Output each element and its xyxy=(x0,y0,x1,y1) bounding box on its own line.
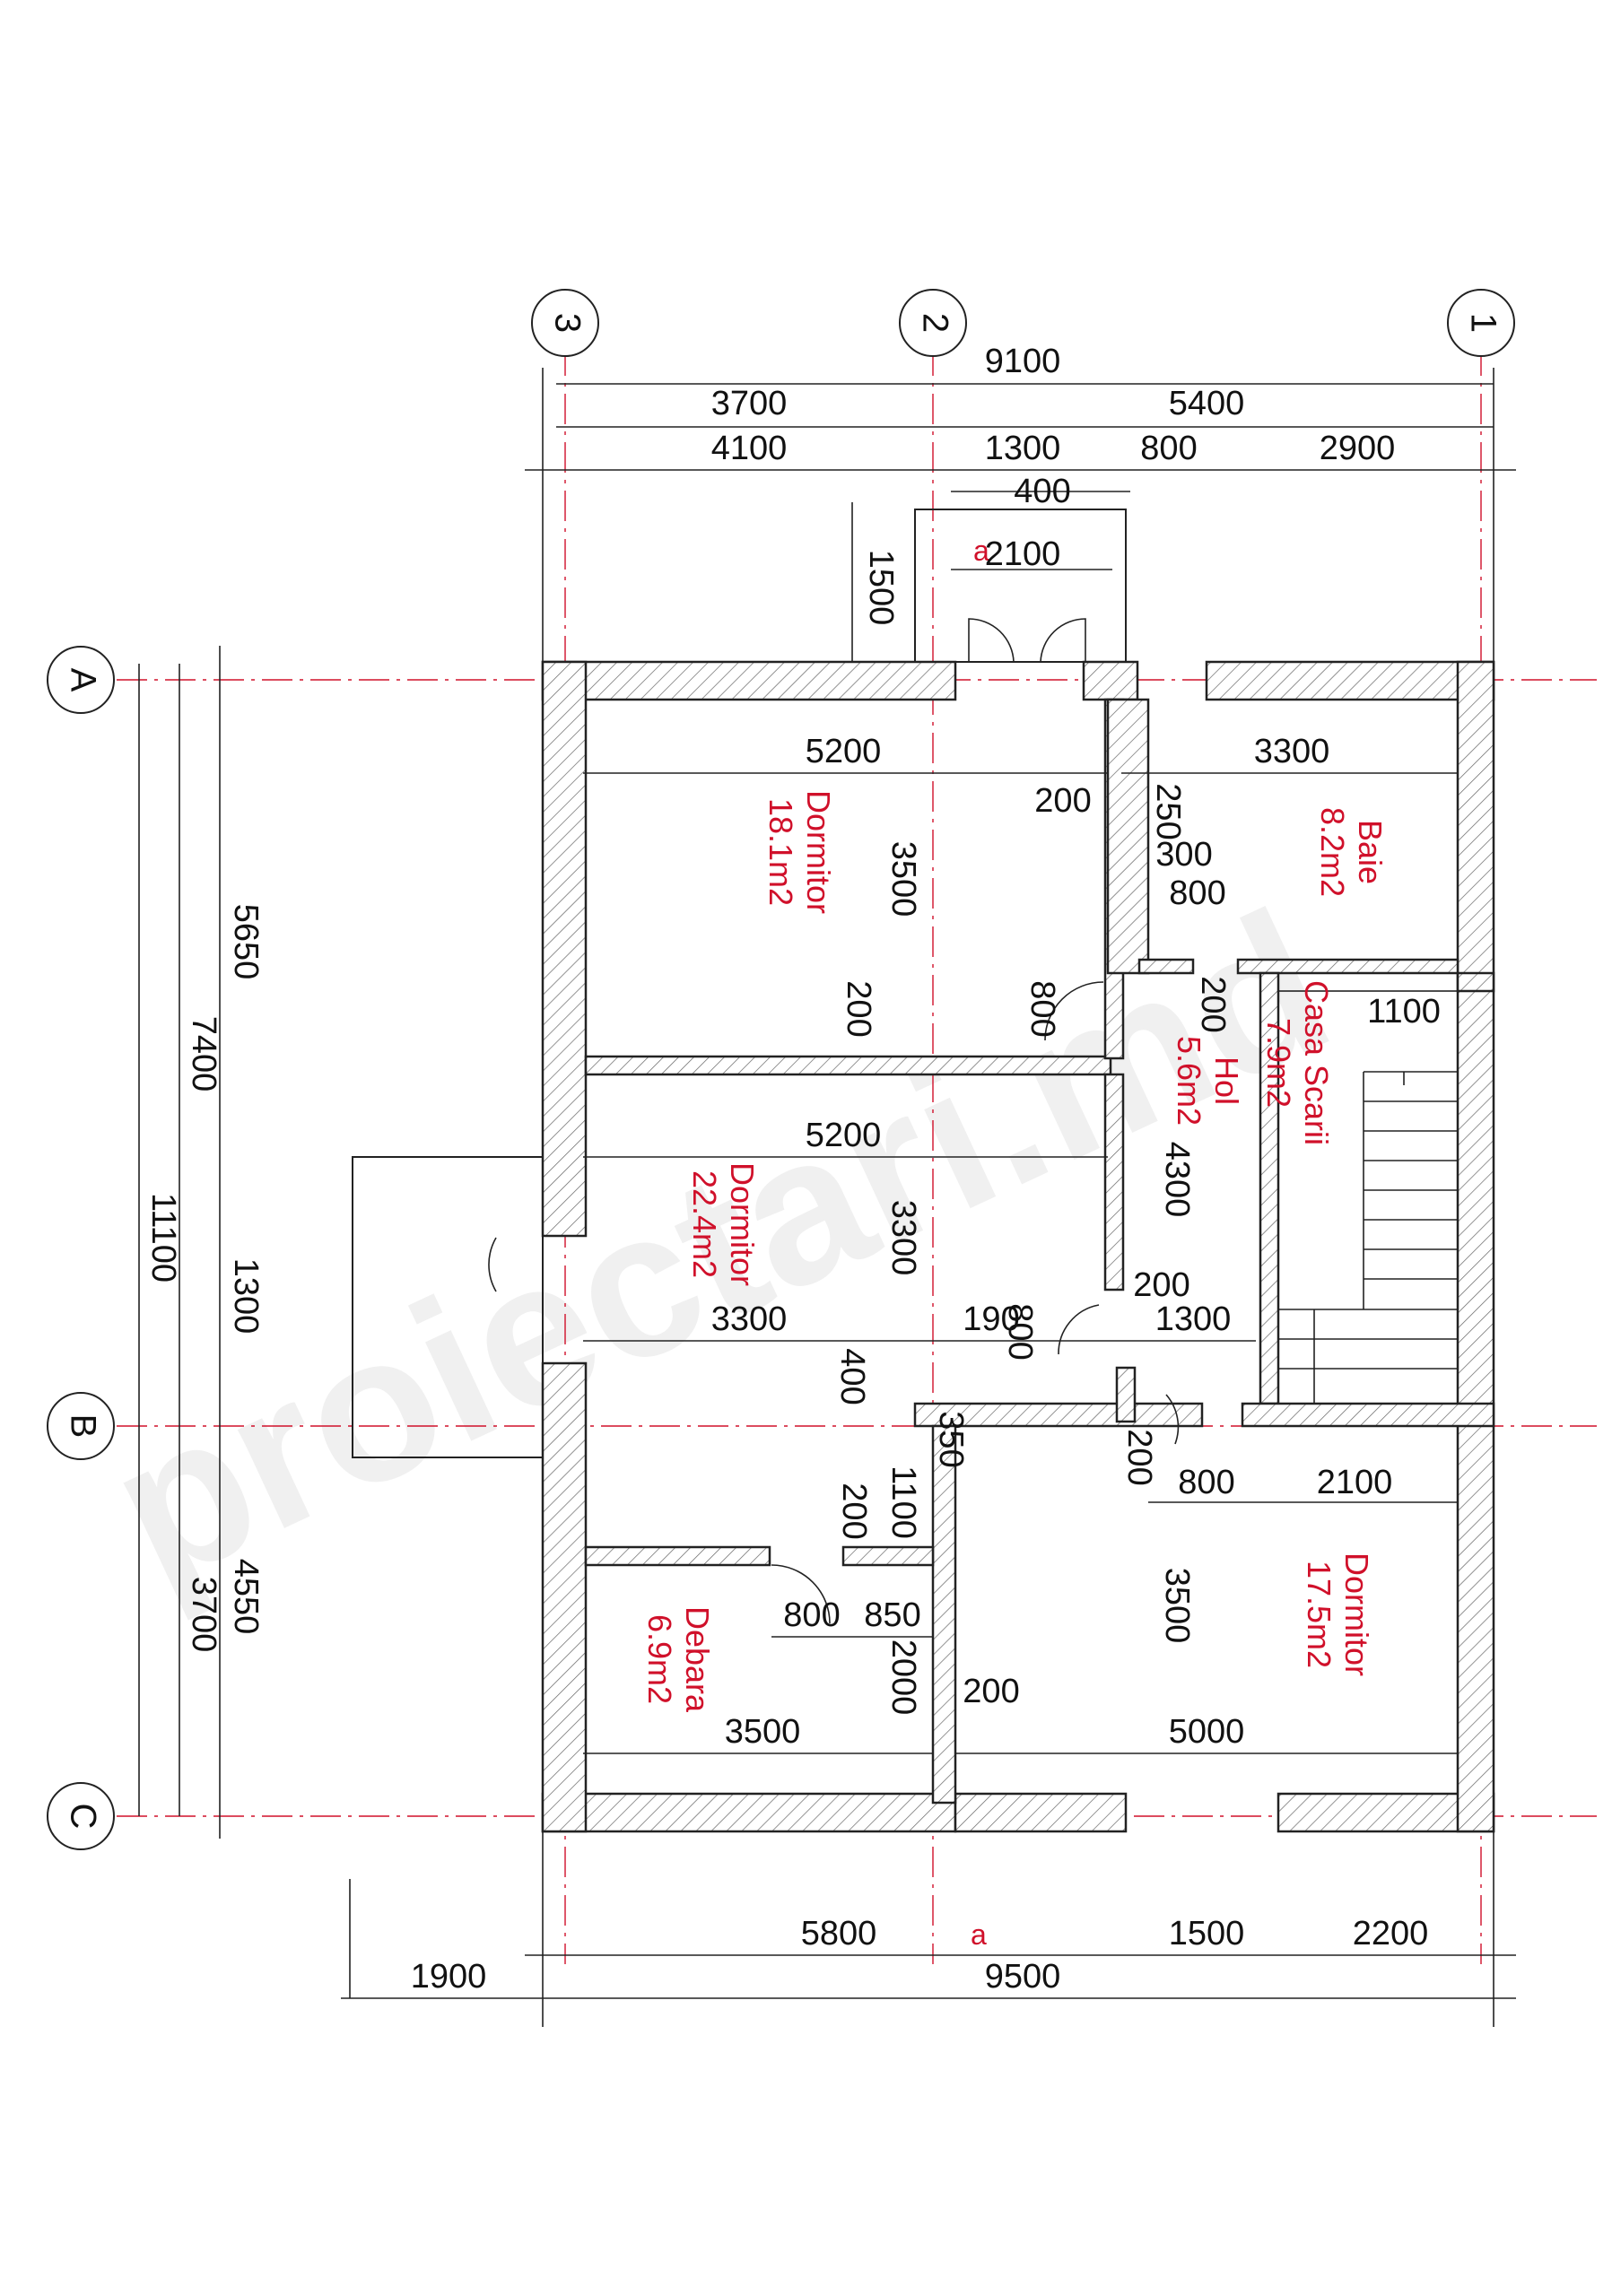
section-mark-top: a xyxy=(973,535,989,567)
axis-label: 1 xyxy=(1463,313,1503,333)
dim-text: 200 xyxy=(963,1673,1019,1710)
dim-text: 400 xyxy=(833,1348,871,1405)
dim-text: 200 xyxy=(1133,1266,1189,1304)
dim-text: 4100 xyxy=(711,430,788,467)
room-name: Dormitor xyxy=(724,1162,761,1286)
axis-label: 2 xyxy=(915,313,954,333)
door-swings xyxy=(488,618,1180,1624)
dim-text: 1300 xyxy=(985,430,1061,467)
axis-label: C xyxy=(63,1804,102,1830)
dim-text: 2100 xyxy=(1317,1464,1393,1501)
dim-text: 800 xyxy=(1001,1303,1039,1360)
dim-text: 3300 xyxy=(711,1300,788,1338)
dim-text: 4550 xyxy=(227,1559,265,1635)
dim-text: 1100 xyxy=(1367,993,1441,1031)
axis-bubble-B: B xyxy=(47,1392,115,1460)
dim-text: 4300 xyxy=(1158,1142,1196,1218)
dim-text: 3300 xyxy=(1254,733,1330,770)
dim-text: 5400 xyxy=(1169,385,1245,422)
axis-label: A xyxy=(63,668,102,692)
room-label-casa-scarii: Casa Scarii 7.9m2 xyxy=(1260,980,1335,1145)
dim-text: 3700 xyxy=(711,385,788,422)
room-area: 18.1m2 xyxy=(762,798,799,906)
dim-text: 3500 xyxy=(884,841,922,918)
room-area: 6.9m2 xyxy=(641,1614,678,1704)
dim-text: 190 xyxy=(963,1300,1019,1338)
room-name: Hol xyxy=(1208,1057,1245,1105)
axis-label: 3 xyxy=(547,313,587,333)
axis-bubble-3: 3 xyxy=(531,289,599,357)
dim-text: 2200 xyxy=(1353,1915,1429,1952)
axis-bubble-1: 1 xyxy=(1447,289,1515,357)
room-label-debara: Debara 6.9m2 xyxy=(641,1606,716,1713)
dim-text: 5200 xyxy=(806,1117,882,1154)
room-label-hol: Hol 5.6m2 xyxy=(1171,1036,1245,1126)
room-label-dormitor-1: Dormitor 18.1m2 xyxy=(762,790,837,914)
room-name: Baie xyxy=(1352,820,1389,884)
room-area: 7.9m2 xyxy=(1260,1018,1297,1108)
room-label-dormitor-2: Dormitor 22.4m2 xyxy=(686,1162,761,1286)
dim-text: 850 xyxy=(864,1596,920,1634)
dim-text: 200 xyxy=(1034,782,1091,820)
dim-text: 9100 xyxy=(985,343,1061,380)
dim-text: 1300 xyxy=(1155,1300,1232,1338)
axis-label: B xyxy=(63,1414,102,1439)
dim-text: 800 xyxy=(1169,874,1225,912)
dim-text: 2900 xyxy=(1320,430,1396,467)
axis-bubble-2: 2 xyxy=(899,289,967,357)
dim-text: 2000 xyxy=(884,1639,922,1716)
room-area: 5.6m2 xyxy=(1171,1036,1207,1126)
entrance-porch xyxy=(914,509,1127,663)
dim-text: 7400 xyxy=(185,1016,222,1092)
dim-text: 3300 xyxy=(884,1200,922,1276)
room-label-baie: Baie 8.2m2 xyxy=(1314,807,1389,897)
section-mark-bottom: a xyxy=(971,1918,987,1951)
dim-text: 5800 xyxy=(801,1915,877,1952)
room-name: Dormitor xyxy=(800,790,837,914)
dim-text: 200 xyxy=(1194,976,1232,1032)
dim-text: 800 xyxy=(1178,1464,1234,1501)
dim-text: 350 xyxy=(932,1411,970,1467)
dim-text: 250 xyxy=(1149,783,1187,839)
dim-text: 5000 xyxy=(1169,1713,1245,1751)
room-area: 22.4m2 xyxy=(686,1170,723,1278)
dim-text: 3500 xyxy=(725,1713,801,1751)
dim-text: 300 xyxy=(1155,836,1212,874)
dim-text: 200 xyxy=(1120,1429,1158,1485)
dim-text: 9500 xyxy=(985,1958,1061,1996)
dim-text: 1100 xyxy=(884,1465,922,1539)
dim-text: 1500 xyxy=(862,550,900,626)
dim-text: 400 xyxy=(1014,473,1070,510)
dim-text: 800 xyxy=(783,1596,840,1634)
dim-text: 11100 xyxy=(144,1193,182,1283)
room-area: 17.5m2 xyxy=(1301,1561,1338,1668)
dim-text: 2100 xyxy=(985,535,1061,573)
dim-text: 3500 xyxy=(1158,1568,1196,1644)
room-area: 8.2m2 xyxy=(1314,807,1351,897)
room-name: Dormitor xyxy=(1338,1552,1375,1676)
walls xyxy=(541,660,1495,1833)
balcony xyxy=(352,1156,544,1458)
dim-text: 800 xyxy=(1140,430,1197,467)
staircase xyxy=(1277,990,1459,1405)
dim-text: 1500 xyxy=(1169,1915,1245,1952)
dim-text: 1900 xyxy=(411,1958,487,1996)
dim-text: 1300 xyxy=(227,1258,265,1335)
room-label-dormitor-3: Dormitor 17.5m2 xyxy=(1301,1552,1375,1676)
axis-bubble-A: A xyxy=(47,646,115,714)
axis-bubble-C: C xyxy=(47,1782,115,1850)
dim-text: 800 xyxy=(1024,980,1061,1037)
dim-text: 200 xyxy=(840,980,877,1037)
dim-text: 3700 xyxy=(185,1577,222,1653)
room-name: Debara xyxy=(679,1606,716,1713)
dim-text: 200 xyxy=(835,1483,873,1539)
room-name: Casa Scarii xyxy=(1298,980,1335,1145)
dim-text: 5650 xyxy=(227,904,265,980)
dim-text: 5200 xyxy=(806,733,882,770)
